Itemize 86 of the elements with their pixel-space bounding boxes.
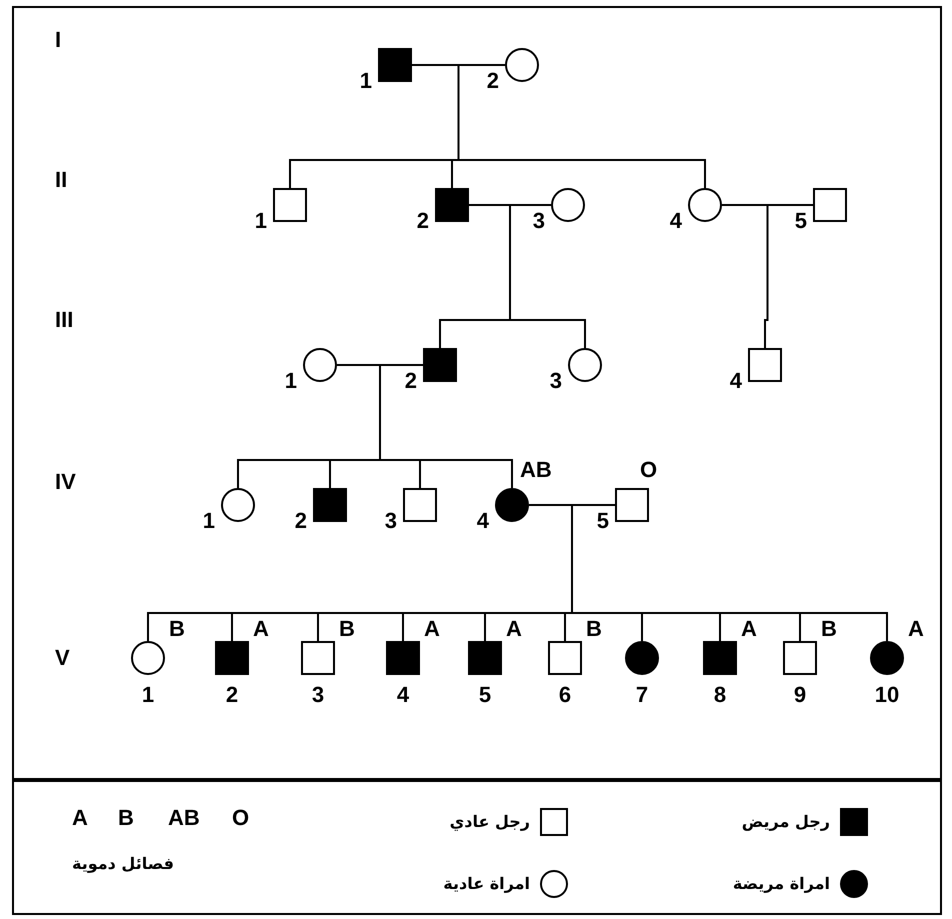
legend-text: امراة مريضة (732, 873, 830, 895)
individual-number: 3 (532, 209, 545, 233)
circle-symbol (568, 348, 602, 382)
blood-group-label: O (640, 458, 658, 482)
individual-number: 8 (712, 683, 728, 707)
generation-label: IV (55, 470, 76, 494)
individual-number: 2 (486, 69, 499, 93)
mating-line (722, 204, 813, 206)
blood-group-label: B (118, 806, 134, 830)
individual-number: 4 (668, 209, 682, 233)
circle-symbol (870, 641, 904, 675)
blood-group-label: B (586, 617, 602, 641)
square-symbol (301, 641, 335, 675)
individual-number: 10 (874, 683, 900, 707)
circle-symbol (221, 488, 255, 522)
individual-number: 2 (404, 369, 417, 393)
square-symbol (435, 188, 469, 222)
individual-number: 9 (792, 683, 808, 707)
circle-symbol (505, 48, 539, 82)
square-symbol (273, 188, 307, 222)
mating-line (529, 504, 615, 506)
square-symbol (548, 641, 582, 675)
blood-group-label: A (506, 617, 522, 641)
individual-number: 1 (202, 509, 215, 533)
generation-label: I (55, 28, 62, 52)
blood-group-label: O (232, 806, 250, 830)
generation-label: III (55, 308, 74, 332)
descent-line (458, 65, 706, 188)
individual-number: 7 (634, 683, 650, 707)
square-symbol (468, 641, 502, 675)
circle-symbol (131, 641, 165, 675)
blood-group-label: B (339, 617, 355, 641)
legend-text: رجل عادي (448, 811, 530, 833)
square-symbol (423, 348, 457, 382)
blood-group-label: B (821, 617, 837, 641)
square-symbol (813, 188, 847, 222)
individual-number: 2 (224, 683, 240, 707)
blood-group-label: A (424, 617, 440, 641)
mating-line (469, 204, 551, 206)
descent-line (509, 205, 586, 348)
individual-number: 2 (294, 509, 307, 533)
individual-number: 5 (478, 683, 492, 707)
circle-symbol (303, 348, 337, 382)
square-symbol (378, 48, 412, 82)
blood-group-label: A (908, 617, 924, 641)
mating-line (337, 364, 423, 366)
individual-number: 3 (548, 369, 562, 393)
circle-symbol (688, 188, 722, 222)
individual-number: 3 (384, 509, 397, 533)
blood-group-label: A (253, 617, 269, 641)
blood-group-label: A (741, 617, 757, 641)
individual-number: 1 (284, 369, 297, 393)
blood-group-label: AB (168, 806, 200, 830)
mating-line (412, 64, 505, 66)
individual-number: 1 (358, 69, 372, 93)
individual-number: 5 (596, 509, 609, 533)
blood-group-label: B (169, 617, 185, 641)
individual-number: 4 (396, 683, 410, 707)
individual-number: 3 (310, 683, 326, 707)
square-symbol (313, 488, 347, 522)
individual-number: 4 (476, 509, 489, 533)
square-symbol (615, 488, 649, 522)
individual-number: 2 (416, 209, 429, 233)
generation-label: V (55, 646, 70, 670)
legend-text: رجل مريض (740, 811, 830, 833)
individual-number: 5 (794, 209, 807, 233)
circle-symbol (625, 641, 659, 675)
individual-number: 1 (140, 683, 156, 707)
square-symbol (783, 641, 817, 675)
descent-line (379, 365, 513, 488)
individual-number: 6 (558, 683, 572, 707)
legend-text: امراة عادية (442, 873, 530, 895)
legend-caption: فصائل دموية (72, 853, 174, 875)
circle-symbol (551, 188, 585, 222)
square-symbol (215, 641, 249, 675)
blood-group-label: AB (520, 458, 552, 482)
individual-number: 1 (254, 209, 267, 233)
circle-symbol (495, 488, 529, 522)
generation-label: II (55, 168, 68, 192)
individual-number: 4 (728, 369, 742, 393)
square-symbol (403, 488, 437, 522)
square-symbol (703, 641, 737, 675)
square-symbol (748, 348, 782, 382)
square-symbol (386, 641, 420, 675)
blood-group-label: A (72, 806, 88, 830)
descent-line (764, 205, 768, 348)
